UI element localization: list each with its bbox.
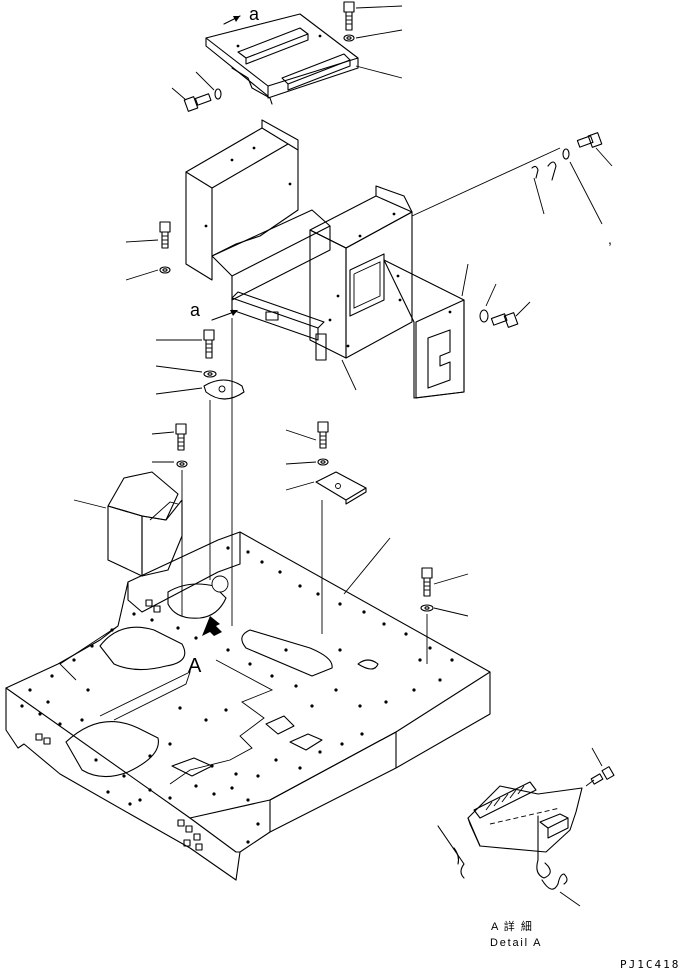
arrow-a-top: a: [223, 4, 260, 25]
detail-jp-label: A 詳 細: [491, 919, 533, 933]
tick-mark: ,: [608, 231, 612, 247]
view-a-marker: A: [188, 655, 202, 677]
view-a-label: A: [188, 655, 202, 677]
ref-a-top-label: a: [249, 4, 260, 24]
upper-right-pin-and-bolt: ,: [531, 132, 613, 247]
right-bolt-washer: [420, 567, 469, 664]
top-bolt: [343, 1, 403, 79]
cover-side-bolt: [171, 71, 222, 112]
center-bolt-washer-plate: [285, 421, 367, 634]
drawing-code: PJ1C418: [620, 958, 680, 971]
middle-left-lower-bolt: [151, 423, 188, 616]
side-bolt: [479, 283, 531, 328]
middle-left-bolt-washer-plate: [155, 318, 245, 626]
side-cover-plate: [383, 259, 469, 399]
frame-bolt-left: [125, 221, 171, 281]
left-guard-box: [73, 471, 183, 577]
ref-a-mid-label: a: [190, 300, 201, 320]
detail-en-label: Detail A: [490, 937, 542, 949]
frame-holes: [20, 546, 454, 844]
arrow-a-middle: a: [190, 300, 238, 321]
upper-frame-box: [185, 119, 561, 391]
top-cover-plate: [205, 13, 359, 105]
main-base-frame: [5, 531, 491, 881]
detail-a-view: A 詳 細 Detail A: [437, 747, 615, 949]
